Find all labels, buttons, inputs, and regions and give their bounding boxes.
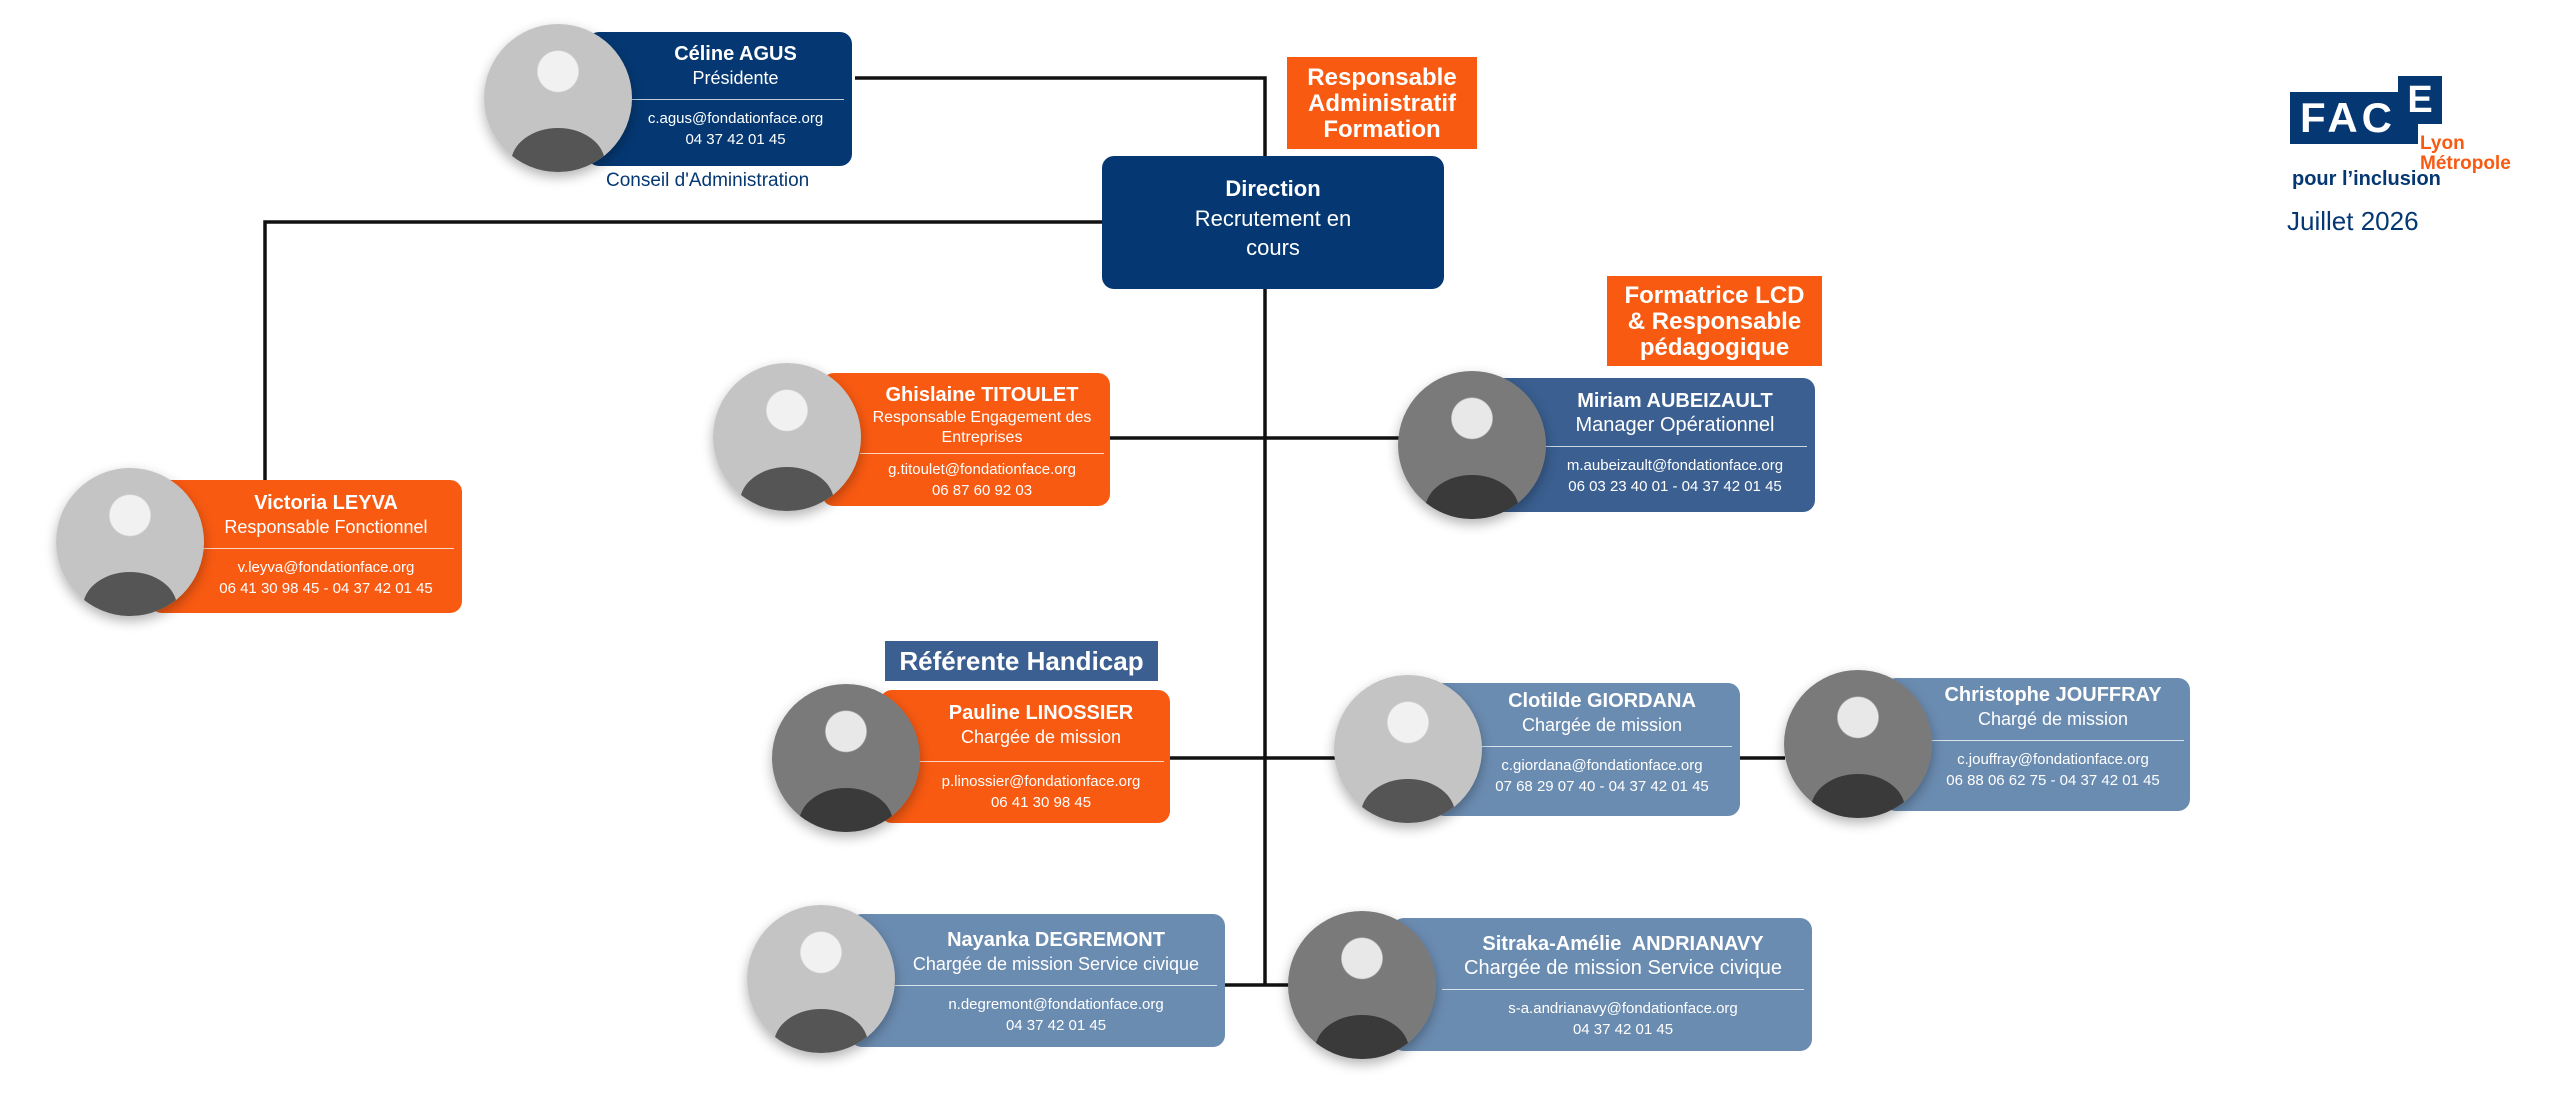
person-card-christophe: Christophe JOUFFRAY Chargé de mission c.… — [1884, 678, 2190, 811]
person-role: Chargée de mission — [1521, 715, 1683, 735]
tag-referente-handicap: Référente Handicap — [885, 641, 1158, 681]
person-name: Clotilde GIORDANA — [1508, 690, 1696, 712]
logo-city: Lyon Métropole — [2420, 134, 2511, 174]
divider — [627, 99, 844, 100]
divider — [895, 985, 1217, 986]
avatar-christophe — [1784, 670, 1932, 818]
divider — [918, 761, 1164, 762]
person-name: Pauline LINOSSIER — [948, 702, 1134, 724]
person-name: Miriam AUBEIZAULT — [1577, 390, 1773, 412]
divider — [1472, 746, 1732, 747]
person-role: Chargée de mission Service civique — [912, 954, 1200, 974]
avatar-sitraka — [1288, 911, 1436, 1059]
avatar-clotilde — [1334, 675, 1482, 823]
divider — [860, 453, 1104, 454]
person-phone: 06 41 30 98 45 — [990, 794, 1092, 811]
person-card-pauline: Pauline LINOSSIER Chargée de mission p.l… — [880, 690, 1170, 823]
person-card-nayanka: Nayanka DEGREMONT Chargée de mission Ser… — [850, 914, 1225, 1047]
avatar-ghislaine — [713, 363, 861, 511]
tag-formatrice-lcd: Formatrice LCD & Responsable pédagogique — [1607, 276, 1822, 366]
person-email: n.degremont@fondationface.org — [948, 996, 1164, 1013]
tag-admin-formation: Responsable Administratif Formation — [1287, 57, 1477, 149]
person-phone: 06 87 60 92 03 — [931, 482, 1033, 499]
person-role: Chargée de mission — [960, 727, 1122, 747]
direction-line2: cours — [1246, 235, 1300, 260]
line-direction-victoria — [263, 220, 1102, 480]
person-card-ghislaine: Ghislaine TITOULET Responsable Engagemen… — [822, 373, 1110, 506]
person-email: c.giordana@fondationface.org — [1501, 757, 1703, 774]
direction-title: Direction — [1225, 176, 1321, 201]
logo-tagline: pour l’inclusion — [2292, 168, 2441, 190]
person-card-sitraka: Sitraka-Amélie ANDRIANAVY Chargée de mis… — [1392, 918, 1812, 1051]
divider — [198, 548, 454, 549]
person-email: c.agus@fondationface.org — [647, 110, 824, 127]
person-card-celine: Céline AGUS Présidente c.agus@fondationf… — [587, 32, 852, 166]
avatar-victoria — [56, 468, 204, 616]
person-card-victoria: Victoria LEYVA Responsable Fonctionnel v… — [150, 480, 462, 613]
person-name: Christophe JOUFFRAY — [1944, 684, 2162, 706]
person-phone: 06 88 06 62 75 - 04 37 42 01 45 — [1946, 772, 2160, 789]
person-email: m.aubeizault@fondationface.org — [1566, 457, 1784, 474]
person-email: p.linossier@fondationface.org — [941, 773, 1141, 790]
person-phone: 07 68 29 07 40 - 04 37 42 01 45 — [1495, 778, 1709, 795]
line-celine-direction — [855, 76, 1267, 985]
divider — [1442, 989, 1804, 990]
person-email: s-a.andrianavy@fondationface.org — [1508, 1000, 1738, 1017]
person-role: Responsable Engagement des Entreprises — [872, 409, 1092, 446]
person-email: v.leyva@fondationface.org — [237, 559, 415, 576]
logo-e-block: E — [2398, 76, 2442, 124]
person-role: Manager Opérationnel — [1575, 414, 1775, 436]
person-role: Responsable Fonctionnel — [224, 517, 428, 537]
divider — [1922, 740, 2184, 741]
logo-city-line1: Lyon — [2420, 133, 2465, 154]
date-label: Juillet 2026 — [2287, 206, 2419, 236]
person-phone: 06 41 30 98 45 - 04 37 42 01 45 — [219, 580, 433, 597]
celine-caption: Conseil d'Administration — [606, 170, 810, 191]
logo-city-line2: Métropole — [2420, 153, 2511, 174]
avatar-pauline — [772, 684, 920, 832]
divider — [1543, 446, 1807, 447]
person-card-clotilde: Clotilde GIORDANA Chargée de mission c.g… — [1432, 683, 1740, 816]
person-name: Nayanka DEGREMONT — [947, 929, 1165, 951]
person-role: Présidente — [692, 68, 779, 88]
person-role: Chargé de mission — [1977, 709, 2129, 729]
direction-box: Direction Recrutement en cours — [1102, 156, 1444, 289]
avatar-celine — [484, 24, 632, 172]
avatar-nayanka — [747, 905, 895, 1053]
person-name: Ghislaine TITOULET — [885, 384, 1079, 406]
person-role: Chargée de mission Service civique — [1464, 957, 1782, 979]
person-email: g.titoulet@fondationface.org — [888, 461, 1076, 478]
person-phone: 04 37 42 01 45 — [685, 131, 786, 148]
person-email: c.jouffray@fondationface.org — [1957, 751, 2149, 768]
avatar-miriam — [1398, 371, 1546, 519]
person-card-miriam: Miriam AUBEIZAULT Manager Opérationnel m… — [1493, 378, 1815, 512]
person-phone: 06 03 23 40 01 - 04 37 42 01 45 — [1568, 478, 1782, 495]
face-logo: FAC — [2290, 92, 2418, 144]
person-name: Victoria LEYVA — [254, 492, 398, 514]
person-name: Sitraka-Amélie ANDRIANAVY — [1482, 933, 1764, 955]
person-name: Céline AGUS — [674, 43, 797, 65]
direction-line1: Recrutement en — [1194, 206, 1352, 231]
person-phone: 04 37 42 01 45 — [1572, 1021, 1674, 1038]
person-phone: 04 37 42 01 45 — [1005, 1017, 1107, 1034]
logo-wordmark: FAC — [2300, 94, 2396, 141]
